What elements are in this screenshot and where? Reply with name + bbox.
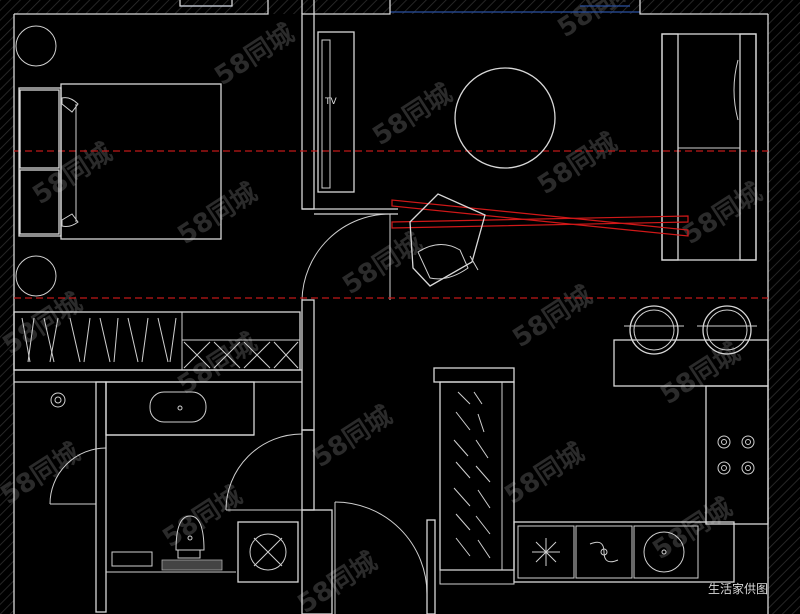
washing-machine-icon <box>237 521 299 583</box>
double-bed <box>18 83 222 240</box>
nightstand-lamp-icon <box>15 255 57 297</box>
nightstand-lamp-icon <box>15 25 57 67</box>
bar-counter <box>613 305 769 387</box>
sink-icon <box>643 531 685 573</box>
bathtub-icon <box>149 391 207 423</box>
tv-label: TV <box>324 97 337 107</box>
bar-stool-icon <box>702 305 752 355</box>
kitchen <box>513 385 769 583</box>
sofa <box>661 33 757 261</box>
lounge-chair <box>409 193 486 287</box>
wardrobe <box>13 311 301 371</box>
interior-fill <box>14 14 768 614</box>
cooktop-icon <box>717 435 755 475</box>
bathroom <box>50 381 299 583</box>
toilet-icon <box>175 515 205 559</box>
red-sightlines <box>391 199 689 237</box>
round-coffee-table <box>454 67 556 169</box>
image-credit: 生活家供图 <box>708 581 768 596</box>
shoe-cabinet <box>433 367 515 585</box>
tv-cabinet: TV <box>317 31 355 193</box>
bar-stool-icon <box>629 305 679 355</box>
bedroom <box>15 25 222 297</box>
